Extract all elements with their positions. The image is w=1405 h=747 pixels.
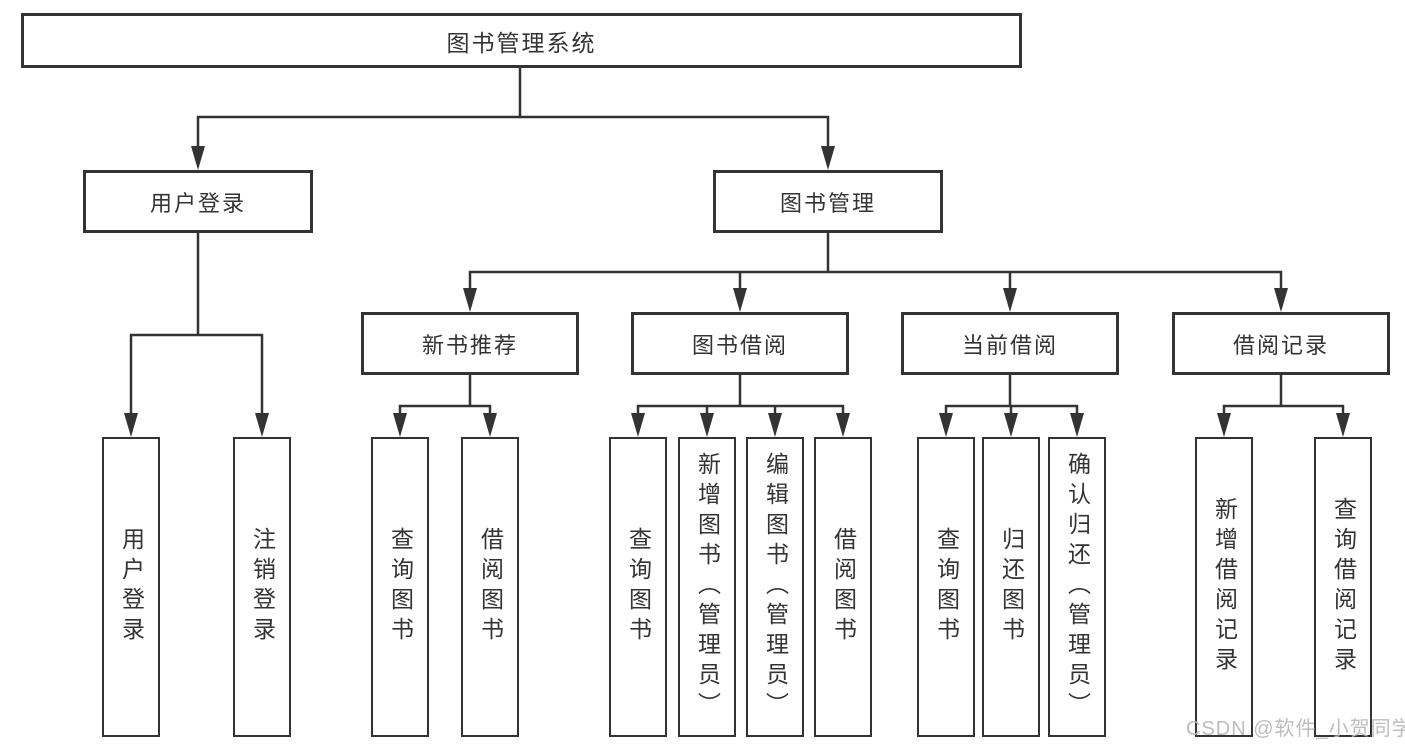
csdn-watermark: CSDN @软件_小贺同学: [1186, 718, 1405, 740]
leaf-label: 借阅图书: [477, 527, 504, 647]
edge-user-login-to-leaves: [124, 233, 269, 437]
edge-new-book-to-leaves: [393, 375, 497, 437]
node-user-login: 用户登录: [83, 170, 313, 233]
node-leaf-logout: 注销登录: [233, 437, 291, 737]
leaf-label: 注销登录: [249, 527, 276, 647]
node-book-borrow: 图书借阅: [631, 312, 849, 375]
edge-borrow-record-to-leaves: [1217, 375, 1350, 437]
node-new-book-recommend: 新书推荐: [361, 312, 579, 375]
node-nb-query-books: 查询图书: [371, 437, 429, 737]
node-cb-query-books: 查询图书: [917, 437, 975, 737]
leaf-label: 用户登录: [118, 527, 145, 647]
node-br-add-record: 新增借阅记录: [1195, 437, 1253, 737]
edge-current-borrow-to-leaves: [939, 375, 1084, 437]
leaf-label: 借阅图书: [830, 527, 857, 647]
leaf-label: 查询借阅记录: [1330, 497, 1357, 677]
node-leaf-user-login: 用户登录: [102, 437, 160, 737]
node-library-system: 图书管理系统: [21, 13, 1022, 68]
leaf-label: 确认归还（管理员）: [1064, 452, 1091, 722]
edge-book-mgmt-to-level3: [463, 233, 1288, 312]
node-br-query-record: 查询借阅记录: [1314, 437, 1372, 737]
node-bb-query-books: 查询图书: [609, 437, 667, 737]
leaf-label: 查询图书: [387, 527, 414, 647]
node-cb-return-books: 归还图书: [982, 437, 1040, 737]
node-book-management: 图书管理: [713, 170, 943, 233]
node-borrow-records: 借阅记录: [1172, 312, 1390, 375]
edge-root-to-level2: [191, 68, 835, 170]
leaf-label: 新增借阅记录: [1211, 497, 1238, 677]
node-cb-confirm-return-admin: 确认归还（管理员）: [1048, 437, 1106, 737]
leaf-label: 查询图书: [625, 527, 652, 647]
node-nb-borrow-books: 借阅图书: [461, 437, 519, 737]
node-bb-add-books-admin: 新增图书（管理员）: [678, 437, 736, 737]
leaf-label: 新增图书（管理员）: [694, 452, 721, 722]
node-bb-edit-books-admin: 编辑图书（管理员）: [746, 437, 804, 737]
leaf-label: 查询图书: [933, 527, 960, 647]
node-current-borrow: 当前借阅: [901, 312, 1119, 375]
leaf-label: 归还图书: [998, 527, 1025, 647]
leaf-label: 编辑图书（管理员）: [762, 452, 789, 722]
edge-book-borrow-to-leaves: [631, 375, 850, 437]
node-bb-borrow-books: 借阅图书: [814, 437, 872, 737]
